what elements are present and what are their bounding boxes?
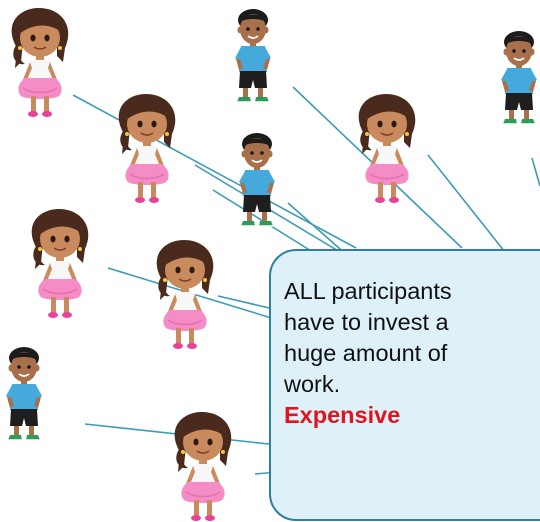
girl-figure	[155, 239, 215, 350]
callout-line: work.	[284, 371, 341, 397]
boy-figure	[5, 346, 43, 441]
connector-line	[531, 157, 540, 187]
boy-figure	[234, 8, 272, 103]
connector-lines	[72, 86, 540, 475]
girl-figure	[10, 7, 70, 118]
callout-text: ALL participants have to invest a huge a…	[284, 276, 540, 431]
callout-verdict: Expensive	[284, 402, 401, 428]
callout-line: have to invest a	[284, 309, 449, 335]
boy-figure	[238, 132, 276, 227]
connector-line	[427, 154, 506, 253]
connector-line	[287, 202, 349, 257]
girl-figure	[30, 208, 90, 319]
callout-line: ALL participants	[284, 278, 452, 304]
girl-figure	[117, 93, 177, 204]
callout-box	[269, 249, 540, 521]
girl-figure	[173, 411, 233, 522]
boy-figure	[500, 30, 538, 125]
connector-line	[217, 295, 279, 311]
girl-figure	[357, 93, 417, 204]
callout-line: huge amount of	[284, 340, 448, 366]
